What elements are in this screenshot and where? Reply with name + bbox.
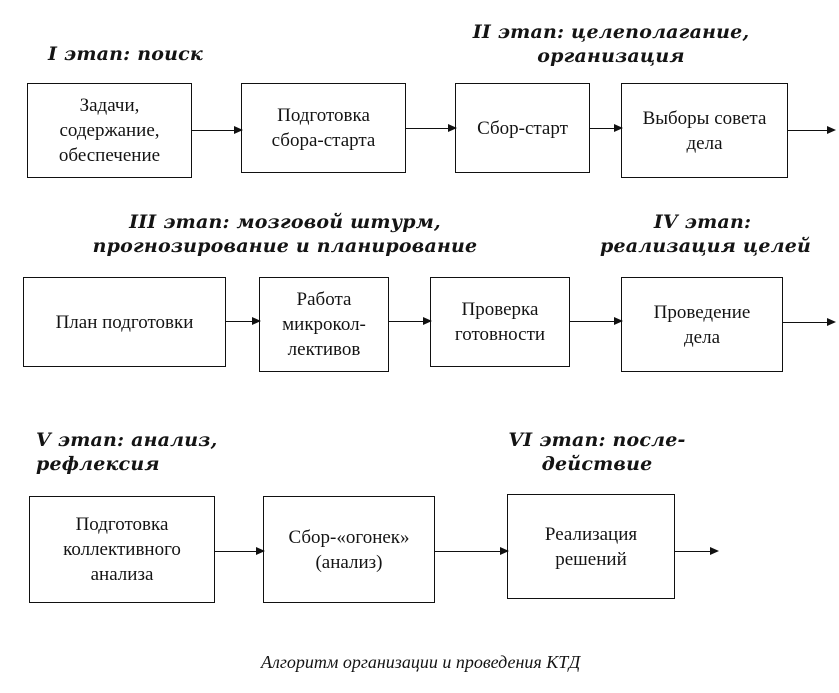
box-collective-analysis-preparation: Подготовка коллективного анализа [29,496,215,603]
box-readiness-check: Проверка готовности [430,277,570,367]
figure-caption: Алгоритм организации и проведения КТД [261,652,581,672]
box-event-conducting: Проведение дела [621,277,783,372]
box-decisions-implementation: Реализация решений [507,494,675,599]
arrow-5-6 [226,317,261,325]
box-start-gathering-preparation: Подготовка сбора-старта [241,83,406,173]
stage-2-heading: II этап: целеполагание, организация [472,21,750,67]
box-microcollectives-work: Работа микрокол- лективов [259,277,389,372]
box-ogonek-gathering-analysis: Сбор-«огонек» (анализ) [263,496,435,603]
stage-3-heading: III этап: мозговой штурм, прогнозировани… [92,211,478,257]
box-start-gathering: Сбор-старт [455,83,590,173]
arrow-2-3 [406,124,457,132]
box-council-election: Выборы совета дела [621,83,788,178]
arrow-4-out [788,126,836,134]
arrow-7-8 [570,317,623,325]
arrow-9-10 [215,547,265,555]
stage-4-heading: IV этап: реализация целей [600,211,812,257]
box-preparation-plan: План подготовки [23,277,226,367]
stage-5-heading: V этап: анализ, рефлексия [36,429,218,475]
arrow-8-out [783,318,836,326]
arrow-10-11 [435,547,509,555]
arrow-3-4 [590,124,623,132]
stage-6-heading: VI этап: после- действие [508,429,686,475]
box-tasks-content-provision: Задачи, содержание, обеспечение [27,83,192,178]
arrow-11-out [675,547,719,555]
arrow-1-2 [192,126,243,134]
stage-1-heading: I этап: поиск [48,43,203,65]
arrow-6-7 [389,317,432,325]
